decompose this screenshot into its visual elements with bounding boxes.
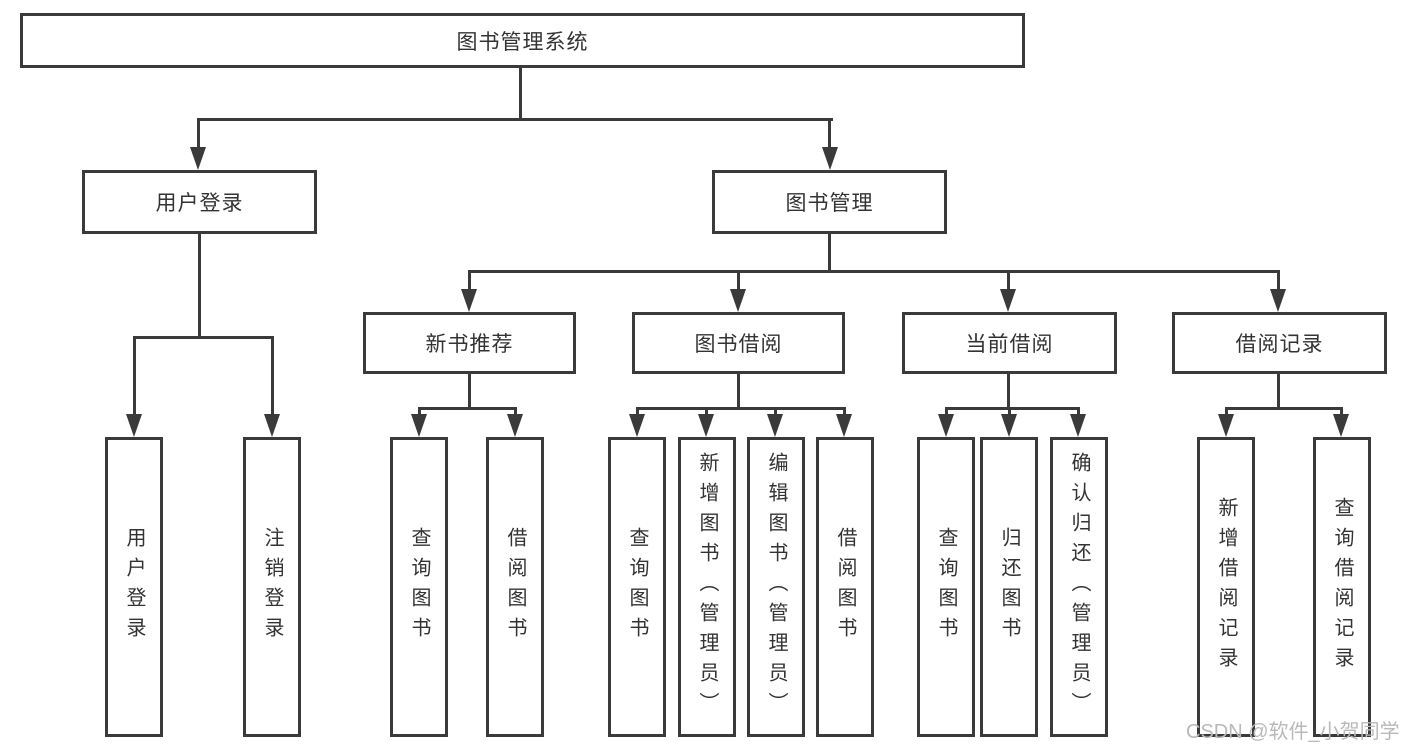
leaf-query-books-2-label: 查询图书: [626, 527, 648, 647]
leaf-user-login: 用户登录: [105, 437, 163, 737]
connector-arrow-shaft: [636, 407, 639, 419]
connector-arrow-shaft: [843, 407, 846, 419]
leaf-logout-label: 注销登录: [261, 527, 283, 647]
connector-arrow-shaft: [418, 407, 421, 419]
node-current-borrow-label: 当前借阅: [965, 333, 1054, 356]
connector-userlogin-stub: [198, 233, 201, 337]
arrowhead-down: [698, 414, 714, 437]
node-current-borrow: 当前借阅: [902, 312, 1117, 374]
connector-bookmgmt-stub: [828, 232, 831, 273]
leaf-return-books: 归还图书: [980, 437, 1038, 737]
arrowhead-down: [629, 414, 645, 437]
leaf-add-borrow-record: 新增借阅记录: [1197, 437, 1255, 737]
leaf-query-books-1-label: 查询图书: [408, 527, 430, 647]
connector-arrow-shaft: [1077, 407, 1080, 419]
arrowhead-down: [1070, 414, 1086, 437]
node-book-management: 图书管理: [712, 170, 947, 234]
node-borrow-records-label: 借阅记录: [1235, 333, 1324, 356]
leaf-add-borrow-record-label: 新增借阅记录: [1215, 497, 1237, 677]
leaf-confirm-return-admin: 确认归还（管理员）: [1050, 437, 1108, 737]
node-user-login: 用户登录: [82, 170, 317, 234]
connector-arrow-shaft: [945, 407, 948, 419]
leaf-user-login-label: 用户登录: [123, 527, 145, 647]
connector-root-stub: [519, 67, 522, 119]
arrowhead-down: [461, 289, 477, 312]
arrowhead-down: [1001, 414, 1017, 437]
arrowhead-down: [1000, 289, 1016, 312]
connector-group-stub: [737, 373, 740, 410]
leaf-borrow-books-2-label: 借阅图书: [834, 527, 856, 647]
connector-arrow-shaft: [828, 118, 831, 150]
leaf-query-books-1: 查询图书: [390, 437, 448, 737]
node-borrow-records: 借阅记录: [1172, 312, 1387, 374]
connector-group-stub: [1007, 373, 1010, 410]
node-book-borrow-label: 图书借阅: [694, 333, 783, 356]
arrowhead-down: [126, 414, 142, 437]
connector-arrow-shaft: [468, 270, 471, 292]
connector-group: [945, 407, 1080, 410]
arrowhead-down: [938, 414, 954, 437]
node-user-login-label: 用户登录: [155, 192, 244, 215]
connector-arrow-shaft: [774, 407, 777, 419]
connector-arrow-shaft: [133, 336, 136, 416]
node-book-management-label: 图书管理: [785, 192, 874, 215]
arrowhead-down: [411, 414, 427, 437]
arrowhead-down: [1270, 289, 1286, 312]
leaf-borrow-books-1: 借阅图书: [486, 437, 544, 737]
leaf-query-borrow-record-label: 查询借阅记录: [1331, 497, 1353, 677]
connector-group-stub: [1277, 373, 1280, 410]
arrowhead-down: [730, 289, 746, 312]
arrowhead-down: [190, 147, 206, 170]
leaf-return-books-label: 归还图书: [998, 527, 1020, 647]
connector-arrow-shaft: [737, 270, 740, 292]
connector-group: [418, 407, 517, 410]
leaf-borrow-books-1-label: 借阅图书: [504, 527, 526, 647]
leaf-confirm-return-admin-label: 确认归还（管理员）: [1068, 452, 1090, 722]
connector-arrow-shaft: [197, 118, 200, 150]
arrowhead-down: [264, 414, 280, 437]
node-new-book-recommend-label: 新书推荐: [425, 333, 514, 356]
arrowhead-down: [836, 414, 852, 437]
node-root: 图书管理系统: [20, 13, 1025, 68]
node-new-book-recommend: 新书推荐: [363, 312, 576, 374]
connector-level2: [469, 270, 1280, 273]
leaf-query-books-3: 查询图书: [917, 437, 975, 737]
connector-arrow-shaft: [705, 407, 708, 419]
connector-level1: [197, 118, 833, 121]
connector-arrow-shaft: [1007, 270, 1010, 292]
leaf-borrow-books-2: 借阅图书: [816, 437, 874, 737]
leaf-query-borrow-record: 查询借阅记录: [1313, 437, 1371, 737]
connector-group: [1225, 407, 1343, 410]
leaf-add-books-admin-label: 新增图书（管理员）: [696, 452, 718, 722]
connector-userlogin-group: [133, 336, 274, 339]
connector-arrow-shaft: [1008, 407, 1011, 419]
arrowhead-down: [1333, 414, 1349, 437]
connector-group-stub: [468, 373, 471, 410]
node-book-borrow: 图书借阅: [632, 312, 845, 374]
connector-group: [636, 407, 846, 410]
connector-arrow-shaft: [1225, 407, 1228, 419]
node-root-label: 图书管理系统: [456, 30, 589, 54]
arrowhead-down: [1218, 414, 1234, 437]
leaf-query-books-3-label: 查询图书: [935, 527, 957, 647]
leaf-edit-books-admin: 编辑图书（管理员）: [747, 437, 805, 737]
arrowhead-down: [507, 414, 523, 437]
connector-arrow-shaft: [1277, 270, 1280, 292]
arrowhead-down: [767, 414, 783, 437]
leaf-edit-books-admin-label: 编辑图书（管理员）: [765, 452, 787, 722]
connector-arrow-shaft: [514, 407, 517, 419]
connector-arrow-shaft: [1340, 407, 1343, 419]
arrowhead-down: [822, 147, 838, 170]
leaf-query-books-2: 查询图书: [608, 437, 666, 737]
csdn-watermark: CSDN @软件_小贺同学: [1186, 721, 1400, 743]
connector-arrow-shaft: [271, 336, 274, 416]
leaf-logout: 注销登录: [243, 437, 301, 737]
leaf-add-books-admin: 新增图书（管理员）: [678, 437, 736, 737]
